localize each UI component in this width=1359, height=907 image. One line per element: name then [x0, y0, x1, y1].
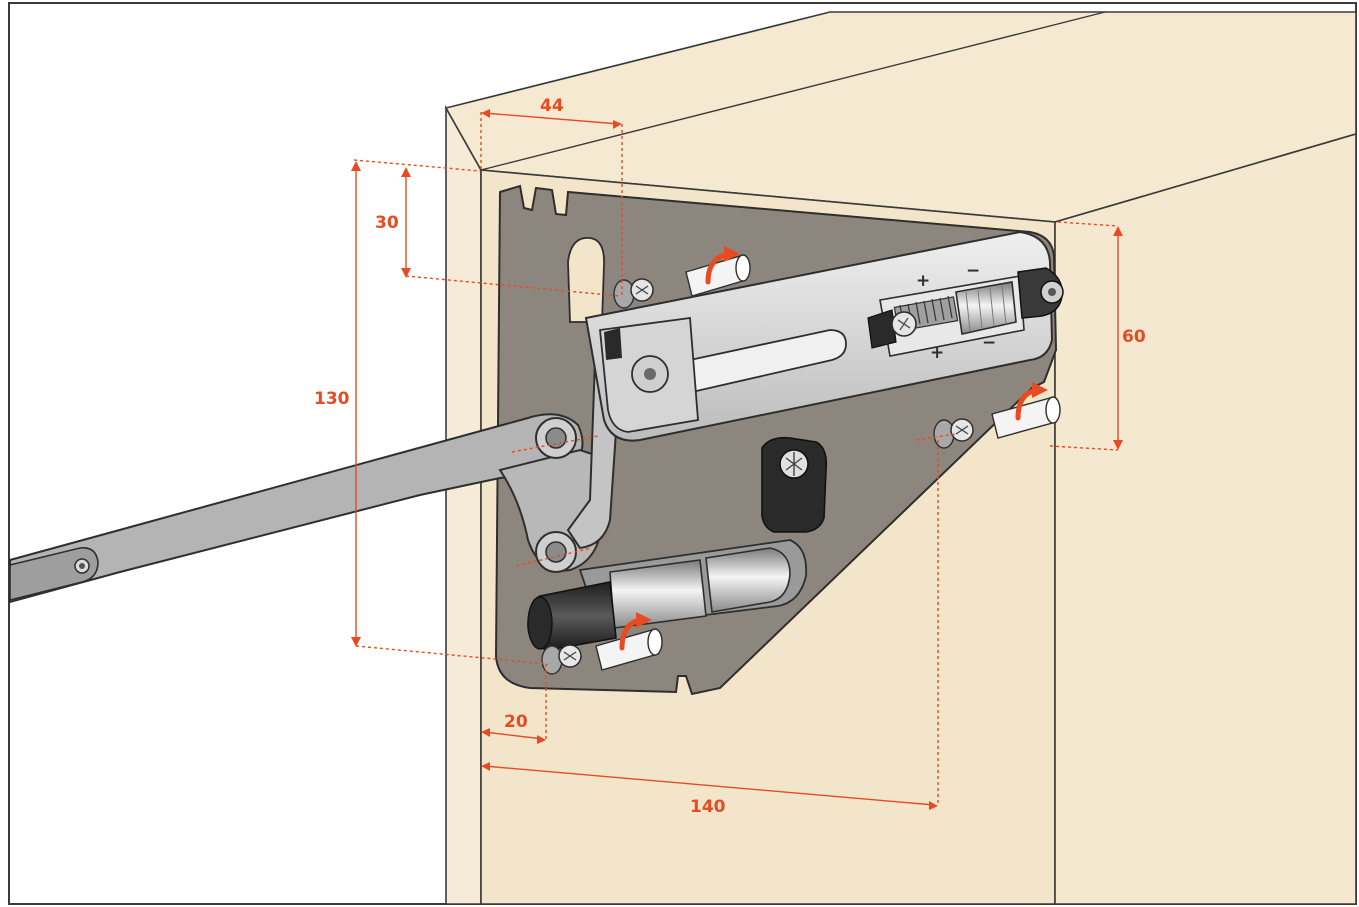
center-clip — [761, 436, 828, 533]
screw-icon — [613, 278, 654, 309]
rotate-arrow-head — [636, 612, 652, 628]
rotate-arrow-head — [724, 246, 740, 262]
dimension-label-20: 20 — [504, 712, 528, 732]
plate-slot — [567, 237, 605, 323]
dimension-lines — [353, 112, 1119, 806]
dowel-icon — [595, 628, 663, 671]
cabinet-top-inner-edge — [480, 11, 1106, 171]
adjust-plus-bottom: + — [930, 343, 944, 363]
dimension-label-130: 130 — [314, 389, 350, 409]
damper-cylinder — [527, 539, 808, 651]
screw-icon — [541, 644, 582, 675]
cabinet-panel-edge — [445, 104, 482, 905]
screw-icon — [933, 418, 974, 449]
rotate-arrow-head — [1032, 382, 1048, 398]
dimension-label-44: 44 — [540, 96, 564, 116]
cabinet-front-face — [1054, 132, 1357, 905]
dimension-label-60: 60 — [1122, 327, 1146, 347]
dimension-label-30: 30 — [375, 213, 399, 233]
adjust-plus-top: + — [916, 271, 930, 291]
lift-mechanism-housing: + − + − — [584, 230, 1064, 442]
adjust-minus-bottom: − — [982, 333, 996, 353]
dowel-icon — [991, 396, 1061, 439]
dowel-icon — [685, 254, 751, 297]
dimension-arrowheads — [351, 109, 1123, 810]
adjust-minus-top: − — [966, 261, 980, 281]
dimension-label-140: 140 — [690, 797, 726, 817]
